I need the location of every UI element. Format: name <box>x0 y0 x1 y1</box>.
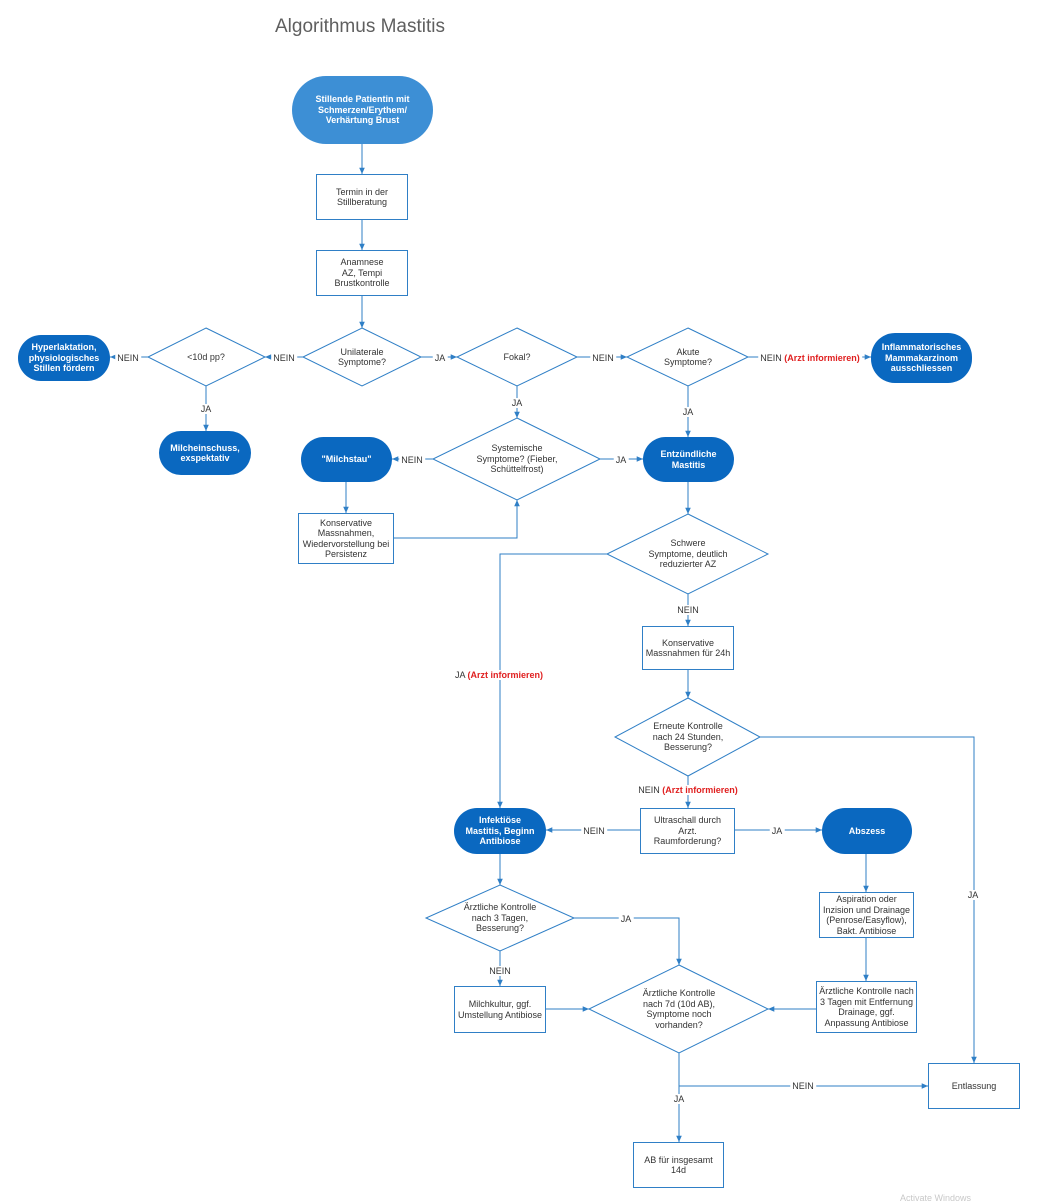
milcheinschuss-node: Milcheinschuss, exspektativ <box>159 431 251 475</box>
page-title: Algorithmus Mastitis <box>275 16 445 37</box>
edge-label-nein: NEIN <box>790 1081 816 1091</box>
edge-label-nein: NEIN <box>487 966 513 976</box>
edge-label-nein: NEIN <box>399 455 425 465</box>
decision-schwere: Schwere Symptome, deutlich reduzierter A… <box>648 538 728 570</box>
decision-systemische: Systemische Symptome? (Fieber, Schüttelf… <box>476 443 558 475</box>
edge-label-ja: JA <box>613 455 629 465</box>
konservativ-persistenz-box: Konservative Massnahmen, Wiedervorstellu… <box>298 513 394 564</box>
hyperlaktation-node: Hyperlaktation, physiologisches Stillen … <box>18 335 110 381</box>
termin-box: Termin in der Stillberatung <box>316 174 408 220</box>
decision-erneute: Erneute Kontrolle nach 24 Stunden, Besse… <box>652 721 724 753</box>
decision-10d-pp: <10d pp? <box>187 351 225 362</box>
start-node: Stillende Patientin mit Schmerzen/Erythe… <box>292 76 433 144</box>
edge-label-ja: JA <box>965 890 981 900</box>
label-nein-text: NEIN <box>760 353 782 363</box>
edge-label-nein: NEIN <box>271 353 297 363</box>
decision-unilateral: Unilaterale Symptome? <box>337 346 387 368</box>
edge-label-nein: NEIN <box>581 826 607 836</box>
decision-kontrolle-7d: Ärztliche Kontrolle nach 7d (10d AB), Sy… <box>642 988 716 1030</box>
edge-label-ja: JA <box>509 398 525 408</box>
edge-label-ja: JA <box>432 353 448 363</box>
ultraschall-box: Ultraschall durch Arzt. Raumforderung? <box>640 808 735 854</box>
edge-label-ja: JA <box>769 826 785 836</box>
edge-label-nein: NEIN <box>675 605 701 615</box>
entzuendlich-node: Entzündliche Mastitis <box>643 437 734 482</box>
decision-akute: Akute Symptome? <box>663 346 713 368</box>
label-arzt-informieren: (Arzt informieren) <box>467 670 544 680</box>
milchkultur-box: Milchkultur, ggf. Umstellung Antibiose <box>454 986 546 1033</box>
decision-unilateral-shape <box>301 327 423 387</box>
edge-label-ja: JA <box>680 407 696 417</box>
milchstau-node: "Milchstau" <box>301 437 392 482</box>
label-arzt-informieren: (Arzt informieren) <box>662 785 738 795</box>
inflammatorisch-node: Inflammatorisches Mammakarzinom ausschli… <box>871 333 972 383</box>
ab-14d-box: AB für insgesamt 14d <box>633 1142 724 1188</box>
label-arzt-informieren: (Arzt informieren) <box>784 353 860 363</box>
edge-label-ja-arzt: JA (Arzt informieren) <box>452 670 546 680</box>
decision-kontrolle-3-tage: Ärztliche Kontrolle nach 3 Tagen, Besser… <box>463 902 537 934</box>
konservativ-24h-box: Konservative Massnahmen für 24h <box>642 626 734 670</box>
edge-label-nein-arzt: NEIN (Arzt informieren) <box>758 353 862 363</box>
edge-label-nein-arzt: NEIN (Arzt informieren) <box>636 785 740 795</box>
entlassung-box: Entlassung <box>928 1063 1020 1109</box>
label-ja-text: JA <box>454 670 465 680</box>
aspiration-box: Aspiration oder Inzision und Drainage (P… <box>819 892 914 938</box>
edge-label-ja: JA <box>618 914 634 924</box>
edge-label-nein: NEIN <box>115 353 141 363</box>
kontrolle-drainage-box: Ärztliche Kontrolle nach 3 Tagen mit Ent… <box>816 981 917 1033</box>
edge-label-ja: JA <box>671 1094 687 1104</box>
label-nein-text: NEIN <box>638 785 660 795</box>
infektioes-node: Infektiöse Mastitis, Beginn Antibiose <box>454 808 546 854</box>
edge-label-nein: NEIN <box>590 353 616 363</box>
anamnese-box: Anamnese AZ, Tempi Brustkontrolle <box>316 250 408 296</box>
decision-fokal: Fokal? <box>503 351 531 362</box>
watermark-text: Activate Windows <box>900 1193 972 1203</box>
edge-label-ja: JA <box>198 404 214 414</box>
abszess-node: Abszess <box>822 808 912 854</box>
